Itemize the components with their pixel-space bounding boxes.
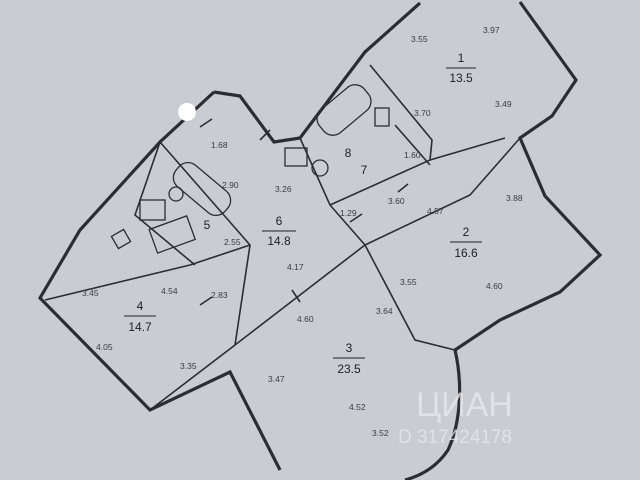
room-number: 3 xyxy=(346,341,353,355)
watermark: ЦИАН D 317424178 xyxy=(398,386,513,448)
room-number: 2 xyxy=(463,225,470,239)
dimension-label: 3.35 xyxy=(180,361,197,371)
room-4: 4 14.7 xyxy=(124,299,156,334)
dimension-label: 2.83 xyxy=(211,290,228,300)
room-area: 23.5 xyxy=(337,362,361,376)
dimension-label: 4.60 xyxy=(297,314,314,324)
room-5: 5 xyxy=(204,218,211,232)
dimension-label: 3.64 xyxy=(376,306,393,316)
dimension-label: 4.60 xyxy=(486,281,503,291)
room-number: 7 xyxy=(361,163,368,177)
dimension-label: 3.47 xyxy=(268,374,285,384)
dimension-labels: 3.55 3.97 3.70 3.49 1.60 1.68 2.90 3.26 … xyxy=(82,25,523,438)
room-number: 1 xyxy=(458,51,465,65)
dimension-label: 4.05 xyxy=(96,342,113,352)
dimension-label: 3.45 xyxy=(82,288,99,298)
room-area: 16.6 xyxy=(454,246,478,260)
room-number: 8 xyxy=(345,146,352,160)
marker-dot xyxy=(178,103,196,121)
room-number: 4 xyxy=(137,299,144,313)
room-1: 1 13.5 xyxy=(446,51,476,85)
watermark-brand: ЦИАН xyxy=(416,386,513,424)
room-area: 13.5 xyxy=(449,71,473,85)
dimension-label: 1.60 xyxy=(404,150,421,160)
dimension-ticks xyxy=(199,118,409,306)
room-3: 3 23.5 xyxy=(333,341,365,376)
dimension-label: 3.26 xyxy=(275,184,292,194)
dimension-label: 3.70 xyxy=(414,108,431,118)
dimension-label: 1.68 xyxy=(211,140,228,150)
dimension-label: 4.52 xyxy=(349,402,366,412)
dimension-label: 4.17 xyxy=(287,262,304,272)
dimension-label: 4.54 xyxy=(161,286,178,296)
room-8: 8 xyxy=(345,146,352,160)
dimension-label: 3.55 xyxy=(411,34,428,44)
dimension-label: 3.60 xyxy=(388,196,405,206)
dimension-label: 1.29 xyxy=(340,208,357,218)
dimension-label: 3.52 xyxy=(372,428,389,438)
dimension-label: 2.55 xyxy=(224,237,241,247)
dimension-label: 3.55 xyxy=(400,277,417,287)
outer-walls xyxy=(37,1,603,480)
inner-walls xyxy=(44,64,521,411)
dimension-label: 2.90 xyxy=(222,180,239,190)
dimension-label: 4.57 xyxy=(427,206,444,216)
fixtures xyxy=(110,84,390,254)
room-2: 2 16.6 xyxy=(450,225,482,260)
dimension-label: 3.49 xyxy=(495,99,512,109)
room-area: 14.7 xyxy=(128,320,152,334)
room-area: 14.8 xyxy=(267,234,291,248)
dimension-label: 3.88 xyxy=(506,193,523,203)
room-6: 6 14.8 xyxy=(262,214,296,248)
room-number: 6 xyxy=(276,214,283,228)
dimension-label: 3.97 xyxy=(483,25,500,35)
room-7: 7 xyxy=(361,163,368,177)
room-number: 5 xyxy=(204,218,211,232)
watermark-code: D 317424178 xyxy=(398,427,512,448)
